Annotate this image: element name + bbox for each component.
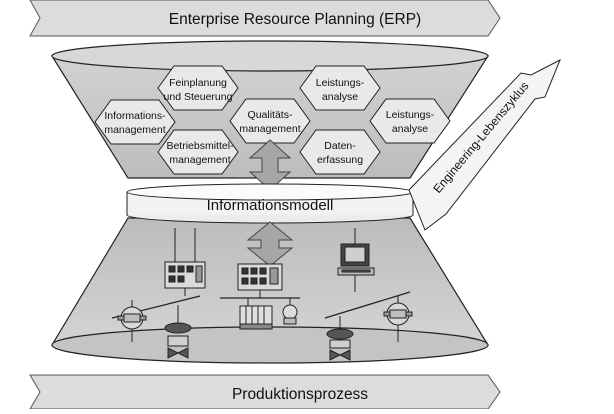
hex-betriebsmittel: Betriebsmittel- management [157,129,239,175]
hex-leistung-2: Leistungs- analyse [369,98,451,144]
hex-qualitaet: Qualitäts- management [229,98,311,144]
hex-label-line2: management [104,124,165,136]
valve-icon [164,322,192,359]
hex-informations: Informations- management [94,99,176,145]
controller-icon [237,263,283,291]
hex-label-line1: Leistungs- [316,77,365,89]
valve-icon [326,328,354,361]
field-devices [111,228,413,361]
erp-banner: Enterprise Resource Planning (ERP) [29,0,501,37]
hex-label-line2: management [239,123,300,135]
hex-label-line2: management [169,154,230,166]
hex-label-line1: Betriebsmittel- [166,140,234,152]
hex-label-line2: erfassung [317,154,363,166]
sensor-icon [282,304,298,325]
function-hexagons: Feinplanung und Steuerung Informations- … [94,65,451,175]
hex-label-line1: Feinplanung [169,77,227,89]
hex-feinplanung: Feinplanung und Steuerung [157,65,239,111]
hex-label-line2: analyse [322,91,358,103]
hex-label-line2: und Steuerung [164,91,233,103]
computer-terminal-icon [337,243,375,276]
flow-meter-icon [383,302,413,326]
hex-daten: Daten- erfassung [299,129,381,175]
hex-label-line1: Qualitäts- [248,109,293,121]
erp-banner-label: Enterprise Resource Planning (ERP) [169,11,421,28]
hex-leistung-1: Leistungs- analyse [299,65,381,111]
io-module-icon [239,305,273,330]
flow-meter-icon [117,306,147,330]
hex-label-line1: Daten- [324,140,356,152]
information-model-band: Informationsmodell [126,183,414,224]
hex-label-line1: Informations- [104,110,166,122]
controller-icon [164,261,206,289]
production-banner: Produktionsprozess [29,374,501,410]
hex-label-line2: analyse [392,123,428,135]
production-banner-label: Produktionsprozess [232,386,368,403]
information-model-label: Informationsmodell [207,197,334,214]
hex-label-line1: Leistungs- [386,109,435,121]
